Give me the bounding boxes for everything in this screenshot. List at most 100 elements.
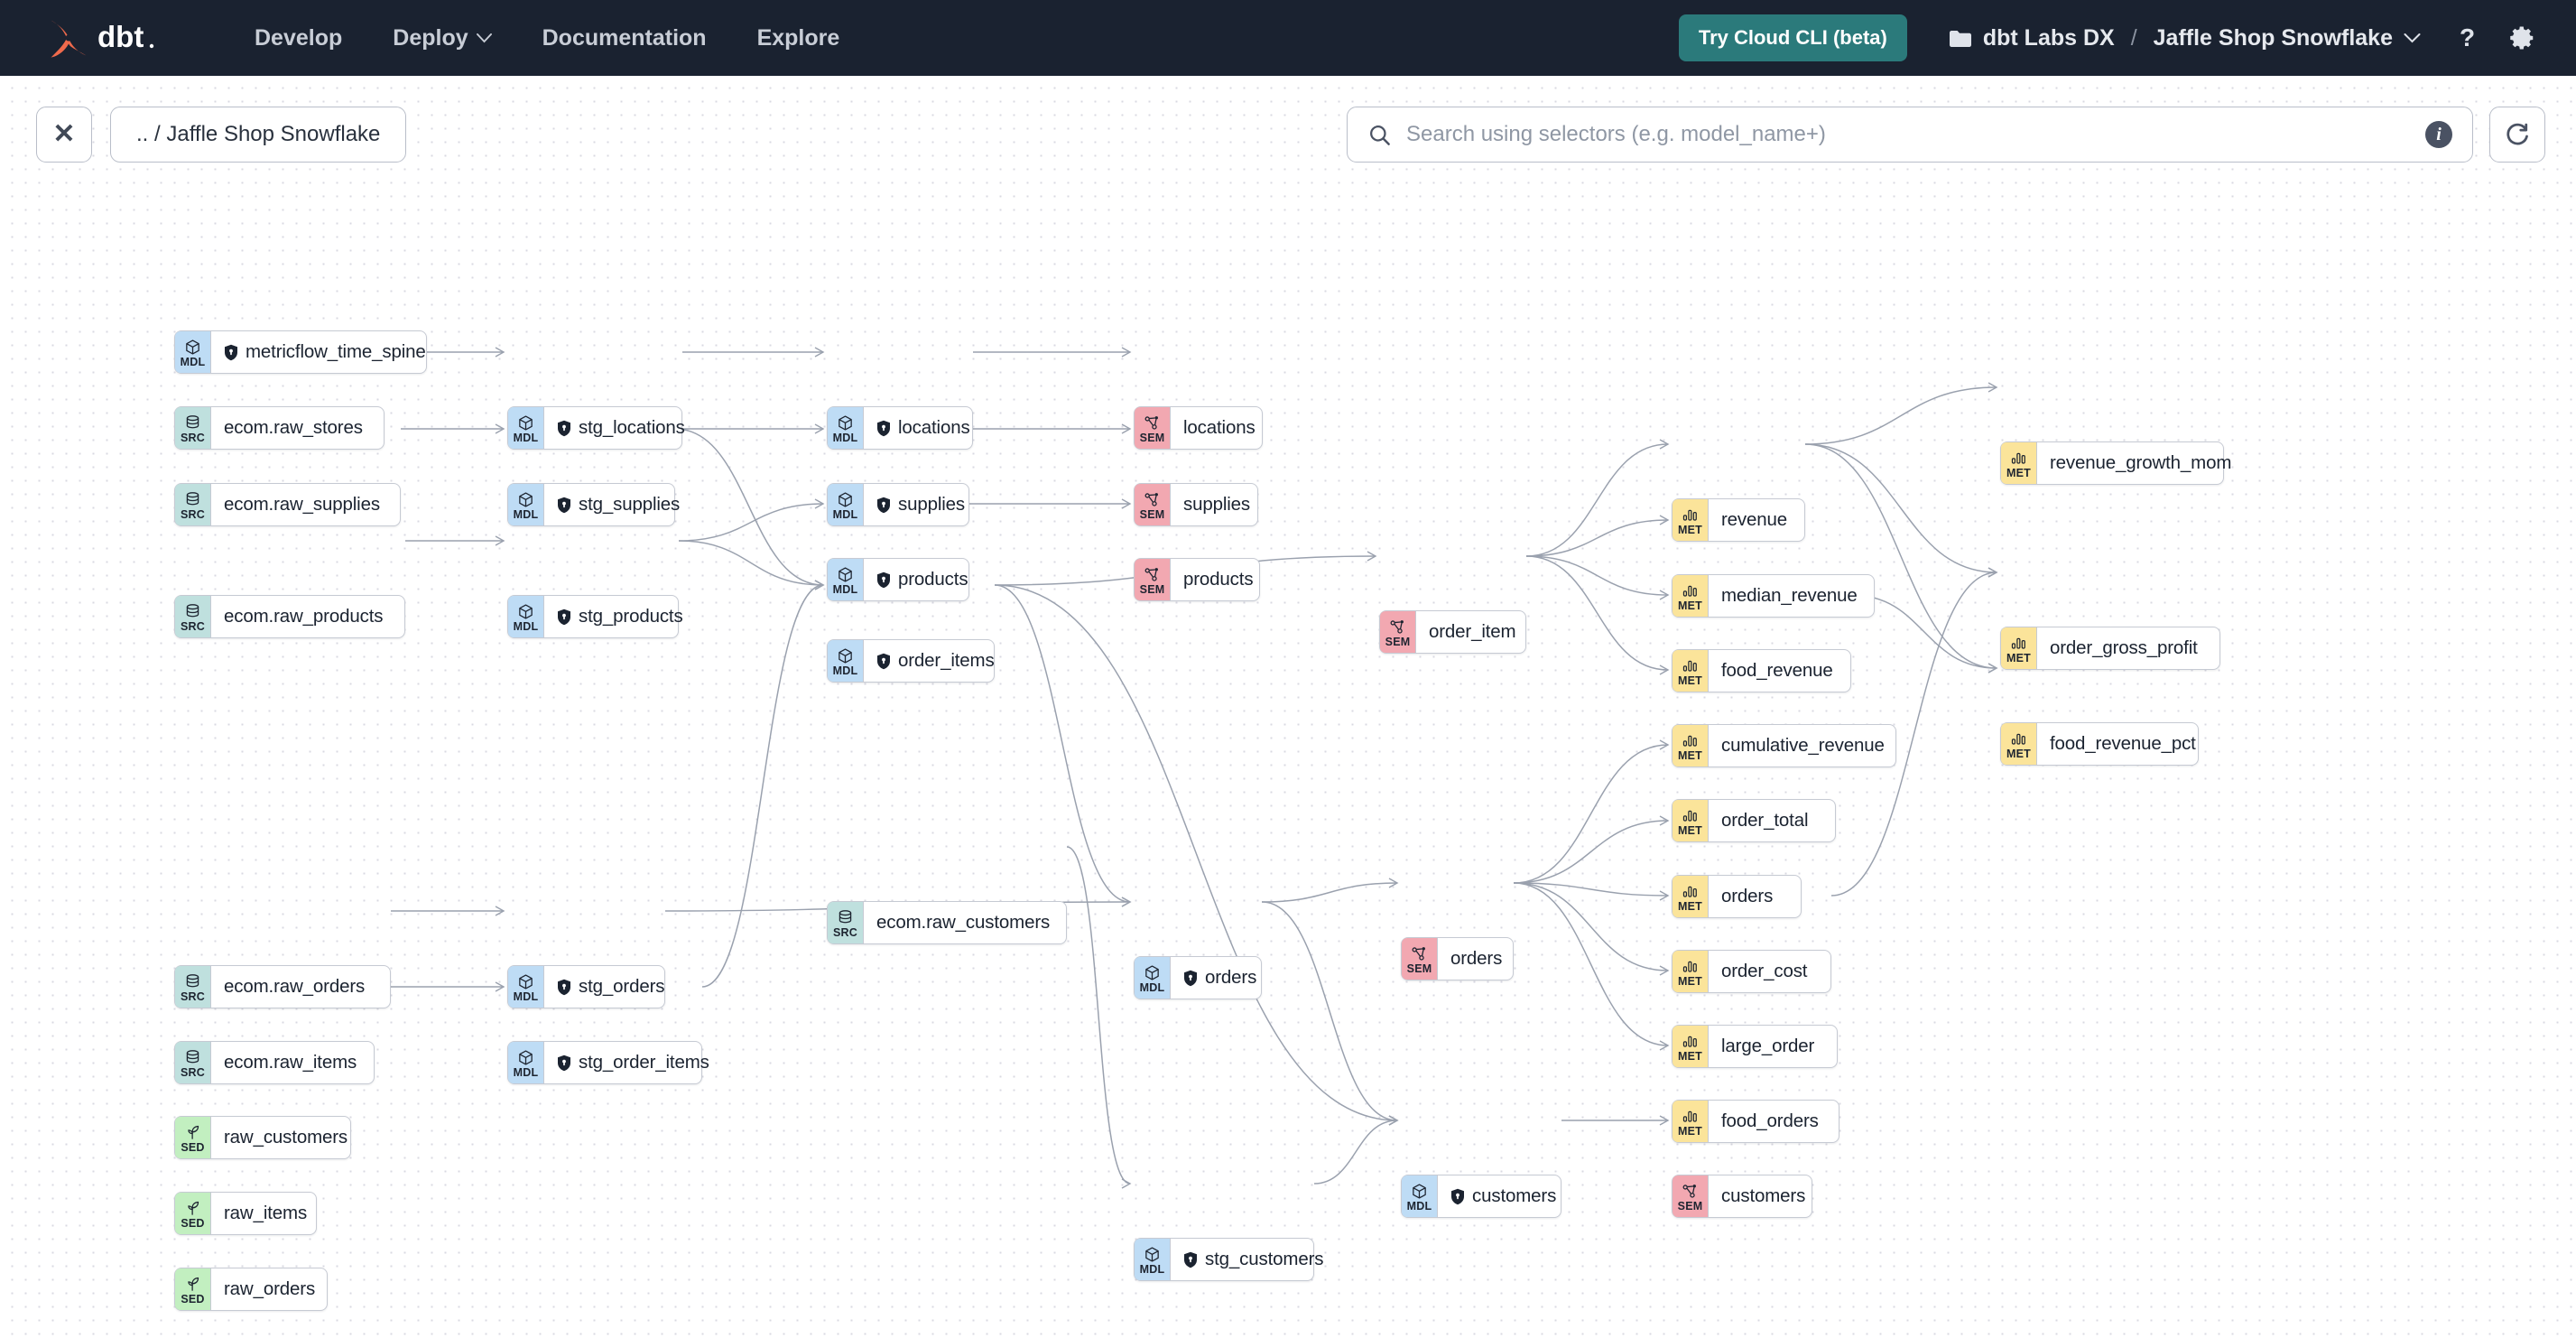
node-type-code: SEM [1385,635,1411,648]
node-name-text: raw_items [224,1203,308,1223]
lineage-edge-arrow [1388,1115,1399,1126]
graph-breadcrumb-chip[interactable]: .. / Jaffle Shop Snowflake [110,107,407,163]
node-type-badge-met: MET [1673,725,1709,767]
lineage-edge [1513,882,1669,1046]
selector-search-bar[interactable]: i [1347,107,2473,163]
lineage-edge-arrow [495,906,505,916]
node-name-text: ecom.raw_items [224,1052,357,1073]
breadcrumb-account[interactable]: dbt Labs DX [1982,24,2115,51]
lineage-edge-arrow [1659,439,1670,450]
settings-button[interactable] [2495,24,2551,51]
node-name-text: food_revenue_pct [2050,733,2196,754]
nav-item-deploy[interactable]: Deploy [367,16,516,60]
lineage-edge-arrow [1121,897,1132,907]
close-graph-button[interactable]: ✕ [36,107,92,163]
refresh-icon [2507,123,2528,145]
node-label: order_total [1709,800,1822,841]
graph-node-met_food_revenue_pct[interactable]: MET food_revenue_pct [2000,722,2199,766]
bar-chart-icon [1682,657,1699,674]
try-cloud-cli-button[interactable]: Try Cloud CLI (beta) [1678,14,1907,61]
refresh-graph-button[interactable] [2489,107,2545,163]
lineage-edge-arrow [1988,382,1998,393]
gear-icon [2510,26,2534,50]
chevron-down-icon[interactable] [2404,33,2421,43]
cube-icon [184,339,201,356]
nav-item-explore[interactable]: Explore [732,16,866,60]
lineage-edge-arrow [1659,739,1670,750]
node-type-badge-src: SRC [175,596,211,637]
node-type-code: SRC [181,507,205,521]
info-icon[interactable]: i [2425,121,2452,148]
database-icon [184,491,201,508]
nav-label-explore: Explore [756,24,840,51]
lineage-edge-arrow [1988,567,1998,578]
node-type-code: SED [181,1292,205,1305]
node-type-badge-mdl: MDL [828,407,864,449]
nav-right-cluster: Try Cloud CLI (beta) dbt Labs DX / Jaffl… [1678,14,2551,61]
lineage-edge [1313,1120,1398,1185]
search-input[interactable] [1406,122,2425,147]
lineage-edge [1525,555,1669,671]
node-type-badge-met: MET [1673,499,1709,541]
breadcrumb-project[interactable]: Jaffle Shop Snowflake [2153,24,2393,51]
help-button[interactable]: ? [2442,23,2495,53]
lineage-edge [1513,882,1669,971]
lineage-edge [1066,846,1131,1185]
nav-item-documentation[interactable]: Documentation [517,16,732,60]
lineage-edge [678,503,824,542]
node-label: stg_orders [544,966,679,1008]
node-name-text: stg_products [579,606,683,627]
cube-icon [837,414,854,432]
node-name-text: raw_customers [224,1127,348,1148]
node-type-code: SEM [1677,1199,1703,1213]
node-name-text: products [1183,569,1254,590]
node-type-code: MET [2006,747,2031,760]
svg-text:?: ? [2460,23,2475,51]
nav-item-develop[interactable]: Develop [229,16,367,60]
node-label: orders [1171,957,1271,999]
node-label: raw_customers [211,1117,362,1158]
semantic-graph-icon [1411,945,1428,962]
dbt-logo[interactable]: dbt [45,14,184,61]
cube-icon [517,603,534,620]
